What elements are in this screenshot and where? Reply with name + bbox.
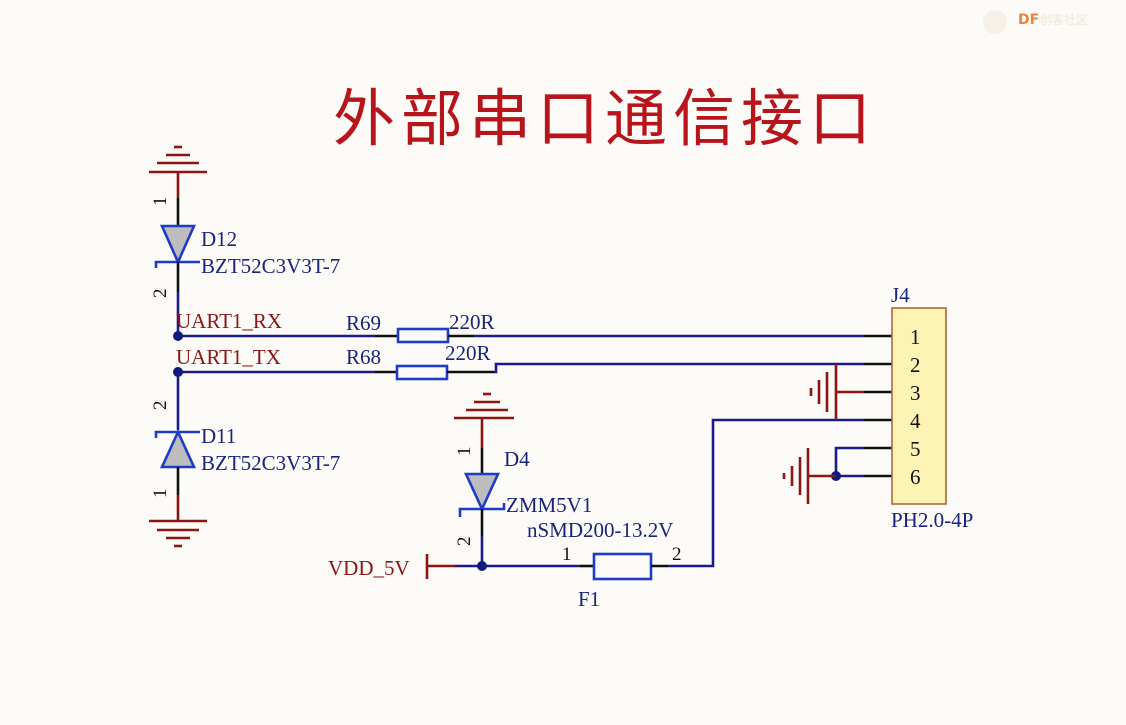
d4-value: ZMM5V1 <box>506 493 592 517</box>
j4-value: PH2.0-4P <box>891 508 973 532</box>
uart-tx-net: UART1_TX <box>173 345 397 377</box>
d11-pin-1: 1 <box>150 489 171 499</box>
net-label-vdd: VDD_5V <box>328 556 410 580</box>
r69-ref: R69 <box>346 311 381 335</box>
uart-rx-net: UART1_RX <box>173 309 398 341</box>
ground-icon <box>149 495 207 548</box>
vdd-5v-port: VDD_5V <box>328 554 487 580</box>
j4-pin-label: 2 <box>910 353 921 377</box>
j4-pin-label: 4 <box>910 409 921 433</box>
d12-value: BZT52C3V3T-7 <box>201 254 340 278</box>
r68-resistor[interactable]: R68 220R <box>346 341 494 381</box>
r69-value: 220R <box>449 310 495 334</box>
d4-diode[interactable]: 1 2 D4 ZMM5V1 <box>454 392 592 566</box>
j4-ref: J4 <box>891 283 910 307</box>
logo-icon <box>983 10 1007 34</box>
f1-value: nSMD200-13.2V <box>527 518 673 542</box>
d11-diode[interactable]: 2 1 D11 BZT52C3V3T-7 <box>149 372 340 548</box>
schematic-title: 外部串口通信接口 <box>333 82 877 155</box>
ground-icon <box>782 448 810 504</box>
ground-icon <box>149 145 207 198</box>
d12-pin-2: 2 <box>150 289 171 299</box>
d12-pin-1: 1 <box>150 197 171 207</box>
f1-fuse[interactable]: nSMD200-13.2V 1 2 F1 <box>482 518 682 611</box>
connector-body <box>891 307 947 505</box>
j4-ground-pin5-6 <box>782 446 892 504</box>
d4-pin-2: 2 <box>454 537 475 547</box>
j4-connector[interactable]: J4 PH2.0-4P 1 2 3 4 5 6 <box>891 283 973 532</box>
d12-ref: D12 <box>201 227 237 251</box>
ground-icon <box>809 372 829 412</box>
j4-pin-label: 1 <box>910 325 921 349</box>
logo-text: 创客社区 <box>1039 12 1088 27</box>
junction-dot <box>173 331 183 341</box>
j4-ground-pin3 <box>809 364 892 420</box>
net-label-tx: UART1_TX <box>176 345 281 369</box>
d4-ref: D4 <box>504 447 530 471</box>
r68-value: 220R <box>445 341 491 365</box>
j4-pin-label: 6 <box>910 465 921 489</box>
diode-icon <box>463 472 501 513</box>
d11-pin-2: 2 <box>150 401 171 411</box>
diode-icon <box>159 224 197 266</box>
watermark-logo: DF 创客社区 <box>983 10 1088 34</box>
diode-icon <box>159 428 197 469</box>
j4-pin-label: 5 <box>910 437 921 461</box>
j4-pin-label: 3 <box>910 381 921 405</box>
f1-pin-1: 1 <box>562 544 572 565</box>
r69-resistor[interactable]: R69 220R <box>346 310 495 344</box>
d11-value: BZT52C3V3T-7 <box>201 451 340 475</box>
r68-ref: R68 <box>346 345 381 369</box>
d11-ref: D11 <box>201 424 236 448</box>
d4-pin-1: 1 <box>454 447 475 457</box>
ground-icon <box>454 392 514 448</box>
fuse-icon <box>592 552 653 581</box>
f1-pin-2: 2 <box>672 544 682 565</box>
f1-ref: F1 <box>578 587 600 611</box>
d12-diode[interactable]: 1 2 D12 BZT52C3V3T-7 <box>149 145 340 336</box>
net-label-rx: UART1_RX <box>176 309 282 333</box>
logo-brand: DF <box>1018 12 1039 28</box>
